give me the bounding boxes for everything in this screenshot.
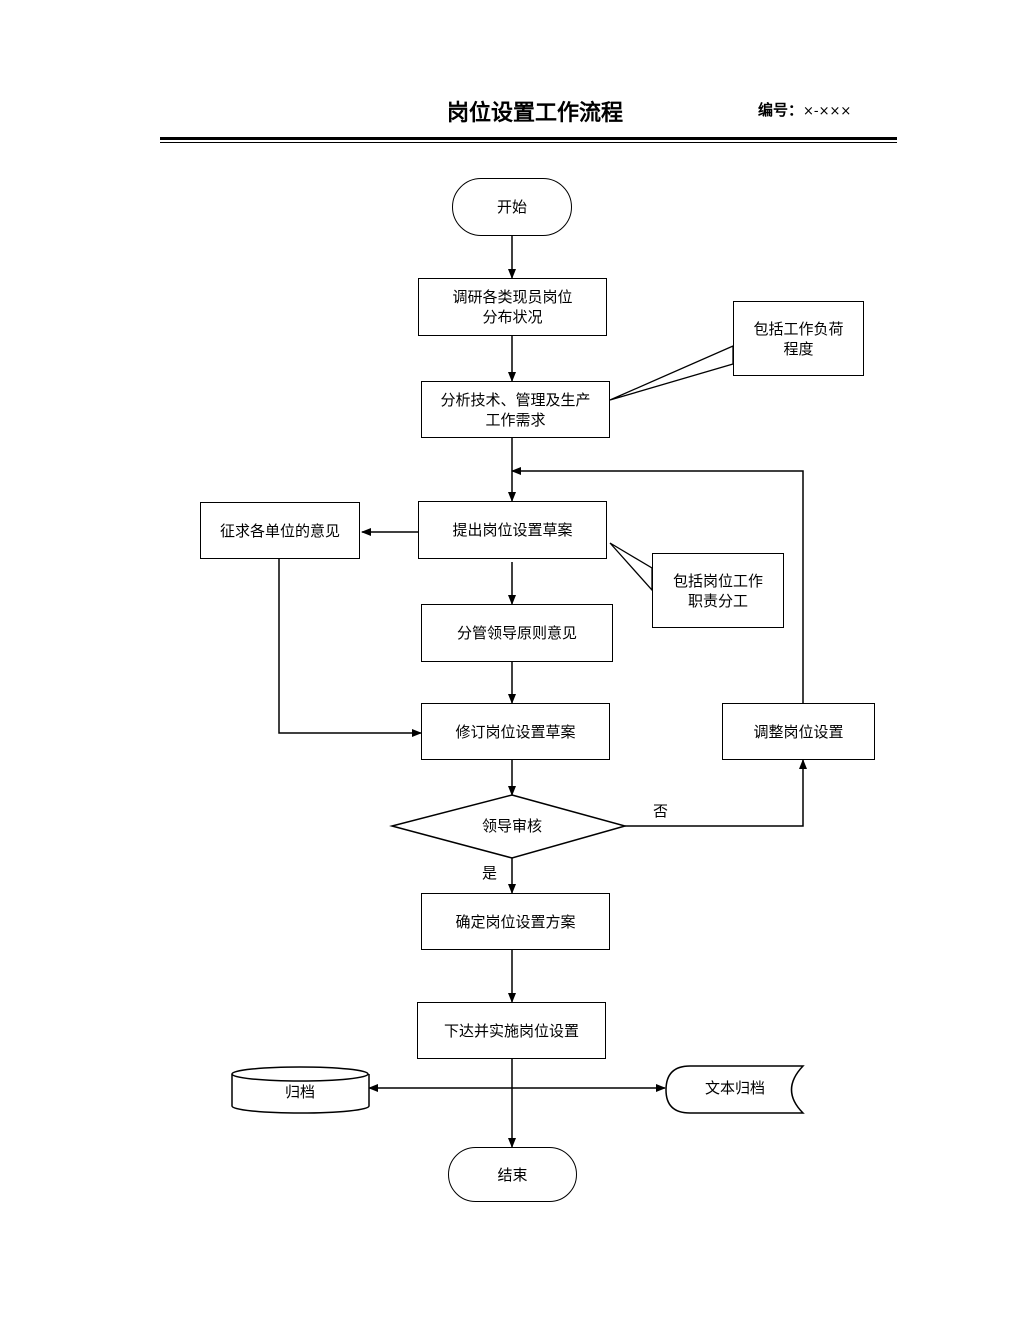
- callout-pointer-duties: [609, 542, 653, 592]
- review-decision-label: 领导审核: [481, 817, 542, 835]
- callout-pointer-workload: [609, 345, 734, 401]
- doc-archive-shape: [665, 1065, 805, 1114]
- workload-note: 包括工作负荷 程度: [733, 301, 864, 376]
- review-decision-diamond: [389, 794, 628, 859]
- adjust-step: 调整岗位设置: [722, 703, 875, 760]
- edge-label-yes: 是: [482, 864, 498, 882]
- edge-adjust-loop: [511, 467, 804, 703]
- header-rule-thick: [160, 137, 897, 140]
- header-rule-thin: [160, 142, 897, 143]
- document-code: 编号：×-×××: [758, 99, 851, 120]
- end-terminal: 结束: [448, 1147, 577, 1202]
- start-terminal: 开始: [452, 178, 572, 236]
- edge-label-no: 否: [653, 802, 669, 820]
- leader-opinion-step: 分管领导原则意见: [421, 604, 613, 662]
- solicit-step: 征求各单位的意见: [200, 502, 360, 559]
- archive-label: 归档: [284, 1083, 315, 1101]
- implement-step: 下达并实施岗位设置: [417, 1002, 606, 1059]
- confirm-step: 确定岗位设置方案: [421, 893, 610, 950]
- page-title: 岗位设置工作流程: [446, 101, 623, 126]
- edge-solicit-revise: [278, 559, 422, 737]
- code-label: 编号：: [758, 101, 804, 119]
- analyze-step: 分析技术、管理及生产 工作需求: [421, 381, 610, 438]
- doc-archive-label: 文本归档: [704, 1079, 765, 1097]
- duties-note: 包括岗位工作 职责分工: [652, 553, 784, 628]
- archive-cylinder-shape: [231, 1066, 370, 1114]
- draft-step: 提出岗位设置草案: [418, 501, 607, 559]
- edge-review-adjust: [625, 759, 807, 827]
- revise-step: 修订岗位设置草案: [421, 703, 610, 760]
- code-value: ×-×××: [803, 104, 852, 119]
- research-step: 调研各类现员岗位 分布状况: [418, 278, 607, 336]
